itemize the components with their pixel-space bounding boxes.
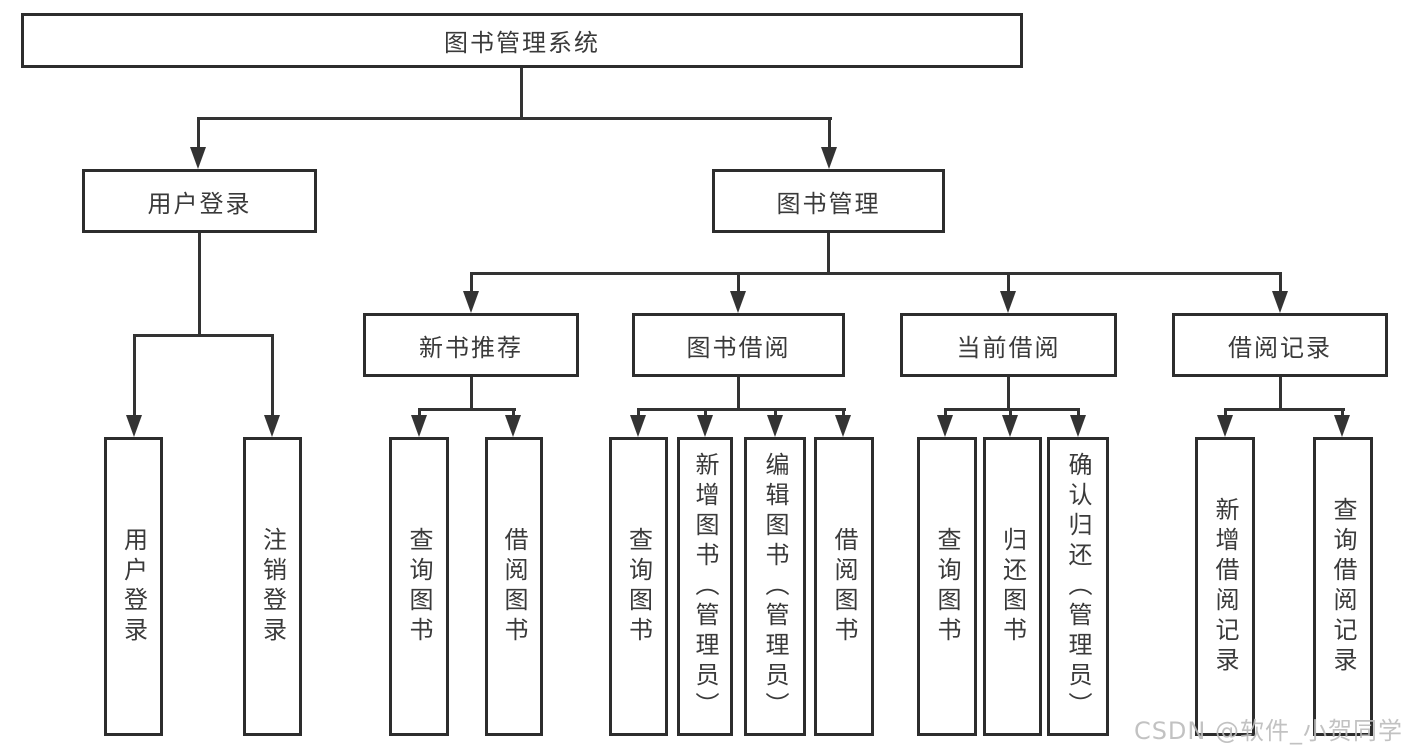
node-label: 注销登录 [258, 526, 287, 647]
arrowhead-down-icon [937, 415, 953, 437]
watermark: CSDN @软件_小贺同学 [1133, 717, 1403, 745]
arrowhead-down-icon [264, 415, 280, 437]
connector-line [133, 334, 136, 422]
connector-line [271, 334, 274, 422]
node-label: 图书管理系统 [444, 29, 600, 57]
node-borrowing-records: 借阅记录 [1172, 313, 1388, 377]
node-label: 新增图书（管理员） [691, 451, 719, 722]
leaf-logout: 注销登录 [243, 437, 302, 736]
connector-line [1007, 272, 1010, 296]
node-new-book-recommendation: 新书推荐 [363, 313, 579, 377]
arrowhead-down-icon [767, 415, 783, 437]
connector-line [418, 408, 516, 411]
arrowhead-down-icon [1217, 415, 1233, 437]
leaf-add-books-admin: 新增图书（管理员） [677, 437, 733, 736]
connector-line [470, 272, 473, 296]
connector-line [197, 117, 200, 153]
leaf-query-books-current: 查询图书 [917, 437, 977, 736]
connector-line [1279, 377, 1282, 410]
arrowhead-down-icon [463, 291, 479, 313]
node-label: 借阅图书 [830, 526, 858, 647]
leaf-query-borrow-record: 查询借阅记录 [1313, 437, 1373, 736]
node-label: 归还图书 [998, 526, 1027, 647]
connector-line [197, 117, 832, 120]
node-label: 查询图书 [405, 526, 433, 647]
connector-line [827, 233, 830, 274]
arrowhead-down-icon [630, 415, 646, 437]
leaf-edit-books-admin: 编辑图书（管理员） [744, 437, 806, 736]
arrowhead-down-icon [411, 415, 427, 437]
connector-line [470, 377, 473, 410]
leaf-add-borrow-record: 新增借阅记录 [1195, 437, 1255, 736]
arrowhead-down-icon [730, 291, 746, 313]
connector-line [1007, 377, 1010, 410]
arrowhead-down-icon [821, 147, 837, 169]
node-label: 新书推荐 [419, 333, 523, 362]
node-label: 查询借阅记录 [1329, 496, 1357, 677]
connector-line [1279, 272, 1282, 296]
connector-line [944, 408, 1080, 411]
arrowhead-down-icon [1334, 415, 1350, 437]
node-label: 当前借阅 [956, 333, 1061, 362]
arrowhead-down-icon [190, 147, 206, 169]
connector-line [737, 272, 740, 296]
connector-line [737, 377, 740, 410]
arrowhead-down-icon [505, 415, 521, 437]
node-label: 借阅记录 [1228, 333, 1332, 362]
node-user-login: 用户登录 [82, 169, 317, 233]
connector-line [828, 117, 831, 153]
arrowhead-down-icon [697, 415, 713, 437]
connector-line [520, 68, 523, 118]
node-label: 查询图书 [933, 526, 961, 647]
node-library-management-system: 图书管理系统 [21, 13, 1023, 68]
node-label: 查询图书 [624, 526, 653, 647]
arrowhead-down-icon [126, 415, 142, 437]
arrowhead-down-icon [1272, 291, 1288, 313]
leaf-confirm-return-admin: 确认归还（管理员） [1047, 437, 1109, 736]
node-label: 新增借阅记录 [1211, 496, 1239, 677]
leaf-query-books-borrowing: 查询图书 [609, 437, 668, 736]
arrowhead-down-icon [835, 415, 851, 437]
leaf-user-login: 用户登录 [104, 437, 163, 736]
connector-line [1224, 408, 1345, 411]
arrowhead-down-icon [1000, 291, 1016, 313]
leaf-borrow-books-recommend: 借阅图书 [485, 437, 543, 736]
node-label: 图书借阅 [686, 333, 791, 362]
connector-line [133, 334, 274, 337]
node-label: 借阅图书 [500, 526, 528, 647]
node-label: 用户登录 [119, 526, 148, 647]
leaf-return-books: 归还图书 [983, 437, 1042, 736]
node-label: 图书管理 [776, 189, 881, 218]
leaf-borrow-books: 借阅图书 [814, 437, 874, 736]
connector-line [637, 408, 846, 411]
arrowhead-down-icon [1002, 415, 1018, 437]
node-label: 用户登录 [147, 189, 252, 218]
node-label: 编辑图书（管理员） [761, 451, 789, 722]
node-label: 确认归还（管理员） [1064, 451, 1092, 722]
connector-line [198, 233, 201, 336]
node-book-borrowing: 图书借阅 [632, 313, 845, 377]
arrowhead-down-icon [1070, 415, 1086, 437]
connector-line [470, 272, 1282, 275]
node-book-management: 图书管理 [712, 169, 945, 233]
node-current-borrowing: 当前借阅 [900, 313, 1117, 377]
leaf-query-books-recommend: 查询图书 [389, 437, 449, 736]
